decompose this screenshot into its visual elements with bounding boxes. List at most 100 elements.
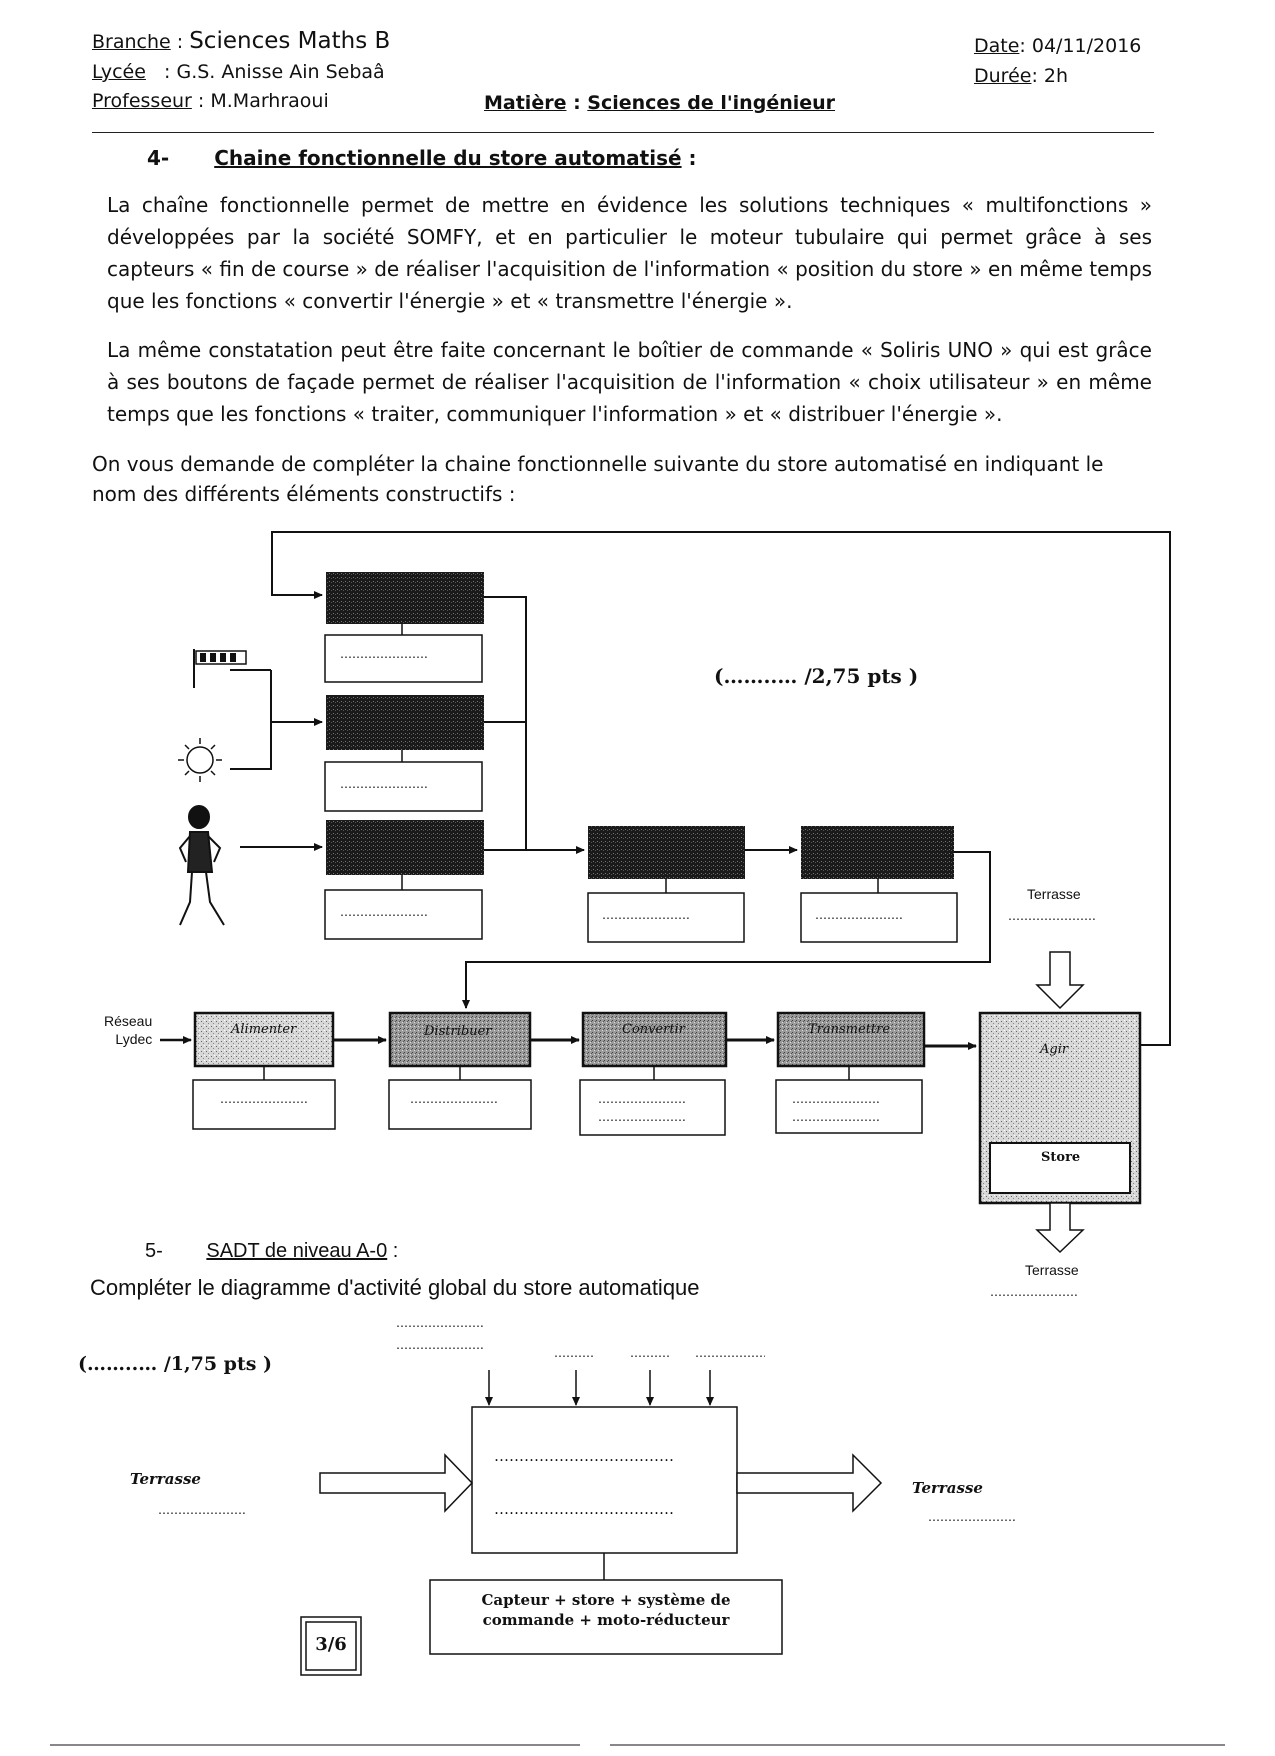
header-branche: Branche : Sciences Maths B: [92, 28, 391, 54]
sadt-input-dots: ………………….: [158, 1503, 246, 1517]
convertir-block: [581, 1011, 728, 1068]
sadt-function-box[interactable]: [471, 1406, 738, 1554]
prof-label: Professeur: [92, 90, 192, 112]
section5-title-suffix: :: [392, 1240, 399, 1262]
section4-paragraph-2: La même constatation peut être faite con…: [107, 338, 1152, 426]
section4-paragraph-1: La chaîne fonctionnelle permet de mettre…: [107, 193, 1152, 313]
chain-points: (……..… /2,75 pts ): [714, 664, 919, 688]
branche-label: Branche: [92, 31, 171, 53]
matiere-label: Matière: [484, 92, 567, 114]
dots-3: ………………….: [340, 905, 428, 919]
sadt-control-dots-1: ………………….: [396, 1316, 484, 1330]
duree-label: Durée: [974, 65, 1032, 87]
branche-value: Sciences Maths B: [189, 28, 391, 54]
energy-answer-box-1[interactable]: [192, 1079, 336, 1130]
answer-box-5[interactable]: [800, 892, 958, 943]
sadt-output-hollow-arrow: [736, 1453, 883, 1513]
section4-heading: 4- Chaine fonctionnelle du store automat…: [147, 146, 697, 170]
convertir-label: Convertir: [622, 1022, 685, 1037]
store-box: [989, 1142, 1131, 1194]
user-figure-icon: [178, 805, 225, 926]
sadt-input-hollow-arrow: [319, 1453, 474, 1513]
terrasse-top-dots: ………………….: [1008, 909, 1096, 923]
answer-box-1[interactable]: [324, 634, 483, 683]
header-professeur: Professeur : M.Marhraoui: [92, 90, 329, 112]
dots-5: ………………….: [815, 908, 903, 922]
anemometer-icon: [193, 649, 247, 688]
energy-dots-3b: ………………….: [598, 1110, 686, 1124]
reseau-line-2: Lydec: [115, 1031, 153, 1047]
acquisition-block-1: [326, 572, 484, 624]
header-rule: [92, 132, 1154, 133]
terrasse-top-label: Terrasse: [1027, 886, 1081, 902]
duree-value: : 2h: [1031, 65, 1069, 87]
header-lycee: Lycée : G.S. Anisse Ain Sebaâ: [92, 61, 385, 83]
energy-dots-1: ………………….: [220, 1092, 308, 1106]
transmettre-block: [776, 1011, 926, 1068]
section5-instruction: Compléter le diagramme d'activité global…: [90, 1275, 700, 1300]
header-duree: Durée: 2h: [974, 65, 1068, 87]
sadt-points: (……..… /1,75 pts ): [78, 1353, 273, 1375]
energy-dots-3a: ………………….: [598, 1092, 686, 1106]
section5-heading: 5- SADT de niveau A-0 :: [145, 1240, 398, 1263]
dots-4: ………………….: [602, 908, 690, 922]
reseau-label: Réseau Lydec: [104, 1012, 152, 1048]
processing-block: [588, 826, 745, 879]
sadt-control-dots-2: ………………….: [396, 1338, 484, 1352]
date-label: Date: [974, 35, 1020, 57]
section4-title: Chaine fonctionnelle du store automatisé: [214, 146, 682, 170]
sadt-control-dots-4: ………………….: [630, 1346, 670, 1360]
sun-icon: [178, 738, 222, 782]
sadt-output-label: Terrasse: [912, 1479, 983, 1497]
acquisition-block-3: [326, 820, 484, 875]
answer-box-2[interactable]: [324, 761, 483, 812]
order-line: [462, 851, 991, 1009]
sadt-function-dots-1[interactable]: ………………………………: [494, 1447, 674, 1465]
dots-2: ………………….: [340, 777, 428, 791]
sadt-control-dots-3: ………………….: [554, 1346, 594, 1360]
feedback-loop-line: [271, 531, 1171, 1046]
header-date: Date: 04/11/2016: [974, 35, 1141, 57]
sadt-support-box: [429, 1579, 783, 1655]
page-number: 3/6: [315, 1634, 347, 1655]
header-matiere: Matière : Sciences de l'ingénieur: [484, 92, 836, 114]
terrasse-output-hollow-arrow: [1035, 1202, 1085, 1254]
energy-answer-box-4[interactable]: [775, 1079, 923, 1134]
terrasse-bottom-label: Terrasse: [1025, 1262, 1079, 1278]
energy-dots-2: ………………….: [410, 1092, 498, 1106]
sadt-output-dots: ………………….: [928, 1510, 1016, 1524]
distribuer-block: [388, 1011, 532, 1068]
sadt-control-dots-5: ………………….: [695, 1346, 765, 1360]
agir-label: Agir: [1040, 1042, 1069, 1057]
reseau-line-1: Réseau: [104, 1013, 153, 1029]
store-label: Store: [1041, 1150, 1081, 1165]
terrasse-bottom-dots: ………………….: [990, 1285, 1078, 1299]
section4-title-suffix: :: [688, 146, 697, 170]
distribuer-label: Distribuer: [424, 1024, 492, 1039]
page-number-box-inner: [305, 1621, 357, 1671]
lycee-label: Lycée: [92, 61, 146, 83]
sadt-function-dots-2[interactable]: ………………………………: [494, 1500, 674, 1518]
energy-answer-box-3[interactable]: [579, 1079, 726, 1136]
acquisition-block-2: [326, 695, 484, 750]
energy-dots-4a: ………………….: [792, 1092, 880, 1106]
energy-dots-4b: ………………….: [792, 1110, 880, 1124]
prof-value: : M.Marhraoui: [197, 90, 329, 112]
energy-answer-box-2[interactable]: [388, 1079, 532, 1130]
sadt-support-label: Capteur + store + système de commande + …: [481, 1591, 731, 1629]
sadt-input-label: Terrasse: [130, 1470, 201, 1488]
alimenter-block: [193, 1011, 335, 1068]
answer-box-3[interactable]: [324, 889, 483, 940]
section4-instruction: On vous demande de compléter la chaine f…: [92, 452, 1104, 506]
lycee-value: : G.S. Anisse Ain Sebaâ: [164, 61, 385, 83]
transmettre-label: Transmettre: [808, 1022, 891, 1037]
section4-number: 4-: [147, 146, 170, 170]
date-value: : 04/11/2016: [1019, 35, 1142, 57]
alimenter-label: Alimenter: [231, 1022, 297, 1037]
terrasse-input-hollow-arrow: [1035, 951, 1085, 1010]
answer-box-4[interactable]: [587, 892, 745, 943]
dots-1: ………………….: [340, 647, 428, 661]
section5-number: 5-: [145, 1240, 163, 1262]
communication-block: [801, 826, 954, 879]
